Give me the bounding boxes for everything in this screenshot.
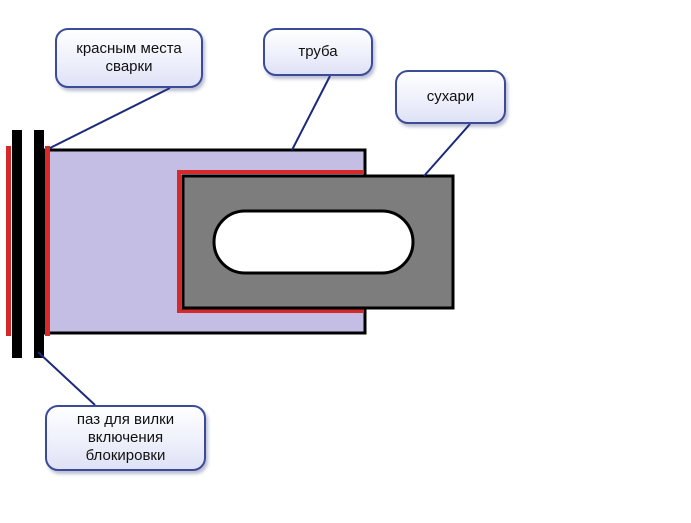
leader-pipe: [291, 75, 331, 151]
leader-liners: [423, 123, 471, 177]
groove-ring-right: [34, 130, 44, 358]
liner-slot: [212, 209, 415, 275]
leader-groove: [37, 351, 96, 406]
callout-pipe: труба: [263, 28, 373, 76]
callout-groove: паз для вилки включения блокировки: [45, 405, 206, 471]
callout-weld-spots: красным места сварки: [55, 28, 203, 88]
weld-line-right: [45, 146, 50, 336]
groove-ring-left: [12, 130, 22, 358]
weld-line-liner: [177, 170, 364, 313]
weld-line-left: [6, 146, 11, 336]
callout-liners: сухари: [395, 70, 506, 124]
leader-weld: [49, 87, 171, 149]
